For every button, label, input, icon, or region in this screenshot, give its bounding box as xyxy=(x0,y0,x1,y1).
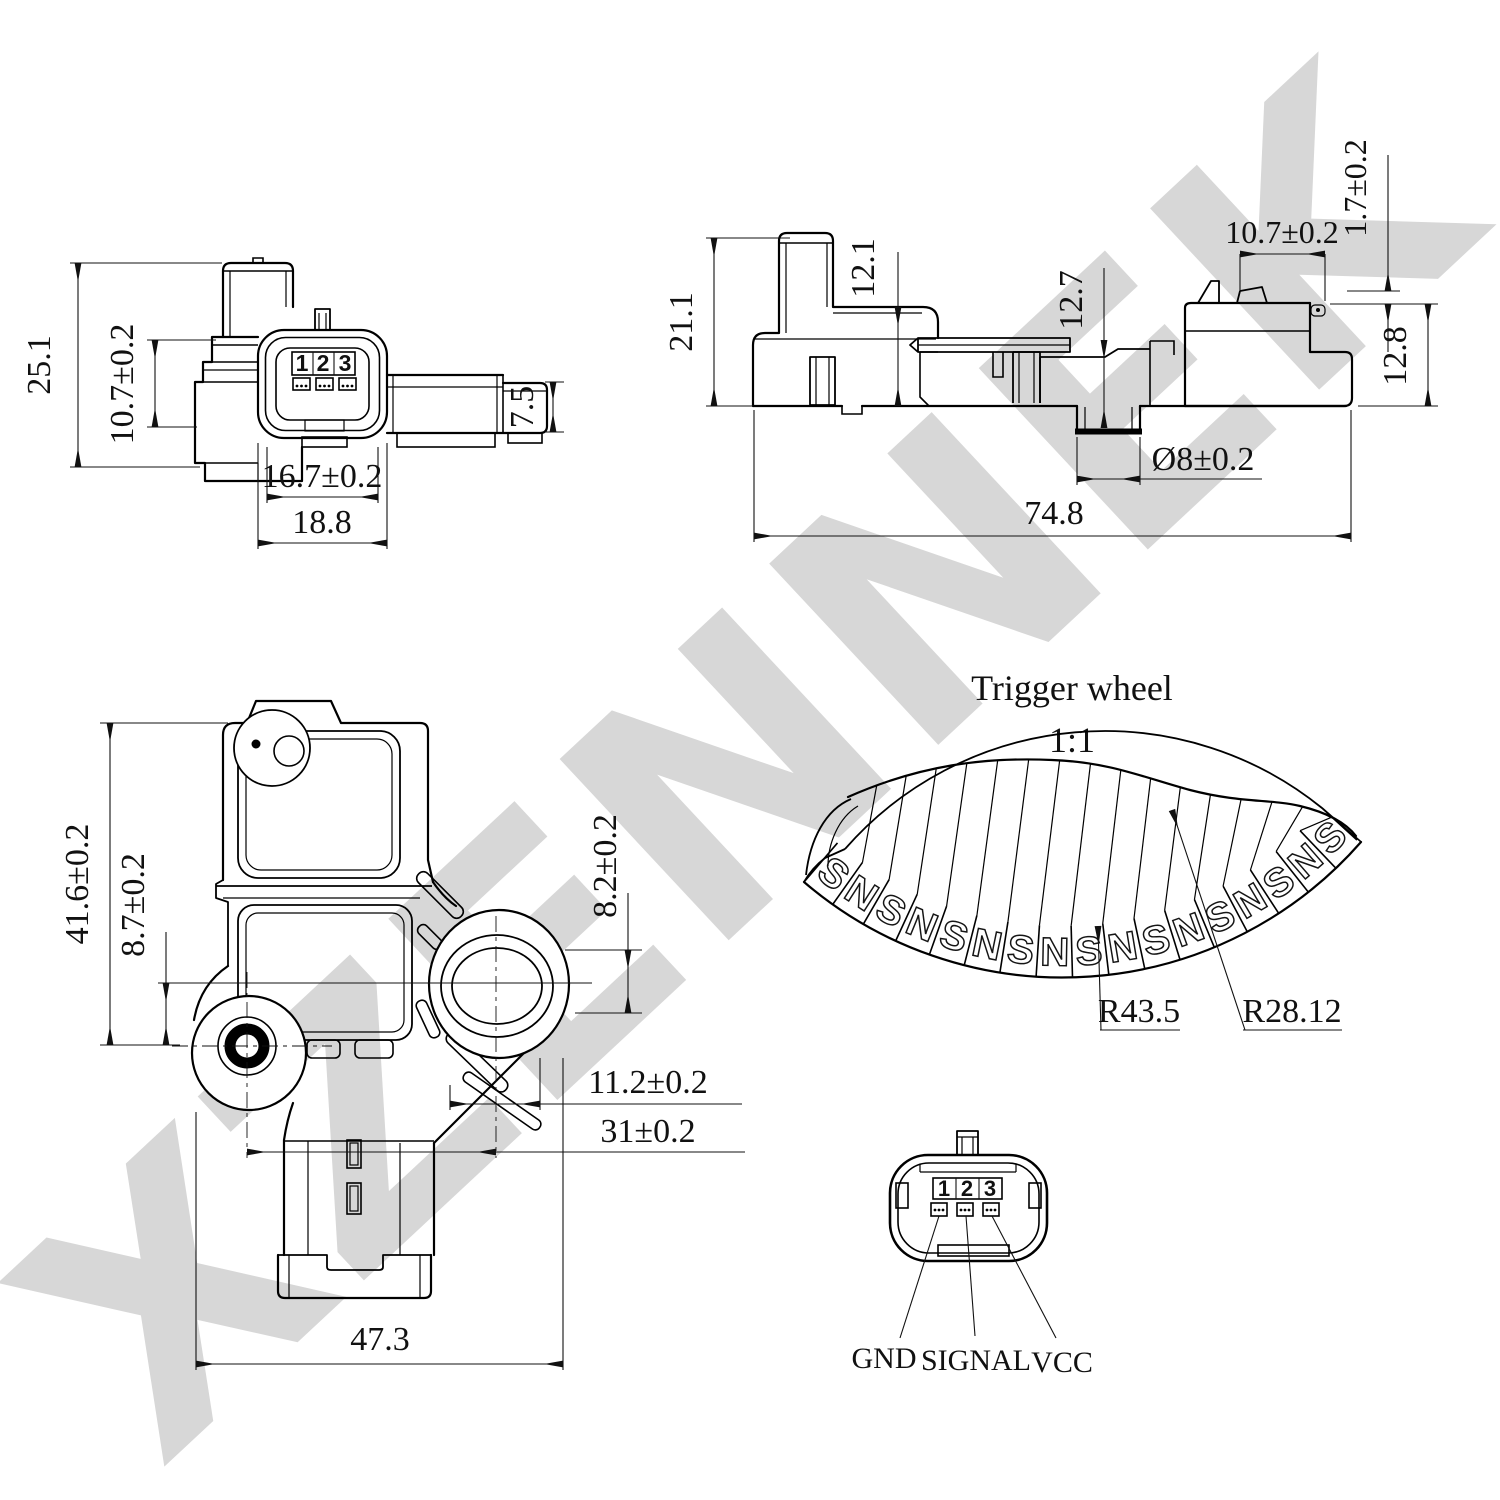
dim-r43-5: R43.5 xyxy=(1098,993,1180,1030)
trigger-wheel-scale: 1:1 xyxy=(1049,720,1095,760)
dim-47-3: 47.3 xyxy=(350,1321,410,1358)
dim-r28-12: R28.12 xyxy=(1242,993,1341,1030)
terminal-label-gnd: GND xyxy=(852,1342,917,1375)
side-pin-3: 3 xyxy=(339,350,352,376)
side-pin-2: 2 xyxy=(317,350,330,376)
fan-line xyxy=(976,760,999,916)
top-view-dimensions: 21.1 12.1 12.7 10.7±0.2 1.7±0.2 12.8 Ø8±… xyxy=(663,139,1438,542)
dim-8-7: 8.7±0.2 xyxy=(115,853,152,957)
dim-74-8: 74.8 xyxy=(1024,495,1084,532)
fan-line xyxy=(1299,816,1332,832)
front-view-dimensions: 41.6±0.2 8.7±0.2 8.2±0.2 11.2±0.2 31±0.2… xyxy=(59,722,745,1370)
pole-divider xyxy=(1321,807,1362,843)
pole-divider xyxy=(831,861,864,906)
fan-line xyxy=(861,785,878,863)
pole-letter: S xyxy=(1005,927,1036,974)
front-view: 41.6±0.2 8.7±0.2 8.2±0.2 11.2±0.2 31±0.2… xyxy=(59,699,745,1370)
dim-10-7-side: 10.7±0.2 xyxy=(104,324,141,445)
dim-31: 31±0.2 xyxy=(600,1113,695,1150)
dim-7-5: 7.5 xyxy=(504,386,541,429)
pole-divider xyxy=(1249,869,1280,914)
dim-12-7: 12.7 xyxy=(1053,270,1090,330)
fan-line xyxy=(1222,799,1242,887)
fan-line xyxy=(1038,760,1061,926)
connector-pin-2: 2 xyxy=(961,1176,973,1201)
dim-o8: Ø8±0.2 xyxy=(1152,441,1255,478)
connector-terminals xyxy=(930,1202,1000,1217)
side-pin-1: 1 xyxy=(296,350,309,376)
terminal-label-signal: SIGNAL xyxy=(921,1344,1031,1377)
dim-1-7: 1.7±0.2 xyxy=(1337,139,1373,237)
fan-line xyxy=(1249,801,1273,871)
dim-41-6: 41.6±0.2 xyxy=(59,824,96,945)
pole-letter: N xyxy=(1105,923,1141,971)
dim-12-8: 12.8 xyxy=(1377,326,1414,386)
pole-divider xyxy=(1193,899,1216,948)
fan-line xyxy=(1193,794,1212,900)
pole-divider xyxy=(1222,885,1249,933)
pole-divider xyxy=(928,905,948,956)
pole-divider xyxy=(894,893,918,942)
connector-pin-1: 1 xyxy=(938,1176,950,1201)
pole-divider xyxy=(862,879,890,925)
dim-18-8: 18.8 xyxy=(292,504,352,541)
fan-line xyxy=(946,763,968,907)
pole-divider xyxy=(1299,830,1337,869)
side-view: 1 2 3 25.1 10.7±0.2 xyxy=(21,257,564,549)
pole-divider xyxy=(1070,925,1074,978)
dim-11-2: 11.2±0.2 xyxy=(588,1064,707,1101)
dim-10-7-top: 10.7±0.2 xyxy=(1225,214,1339,250)
dim-21-1: 21.1 xyxy=(663,292,700,352)
fan-line xyxy=(1007,759,1030,922)
dim-12-1: 12.1 xyxy=(845,238,882,298)
side-view-dimensions: 25.1 10.7±0.2 7.5 16.7±0.2 18.8 xyxy=(21,262,564,549)
fan-line xyxy=(1275,806,1304,852)
fan-line xyxy=(916,768,937,895)
trigger-wheel-title: Trigger wheel xyxy=(971,668,1173,708)
dim-8-2: 8.2±0.2 xyxy=(587,814,624,918)
pole-divider xyxy=(1163,910,1181,961)
pole-divider xyxy=(999,921,1009,974)
pole-divider xyxy=(1035,925,1041,978)
fan-line xyxy=(1133,778,1152,919)
top-view: 21.1 12.1 12.7 10.7±0.2 1.7±0.2 12.8 Ø8±… xyxy=(663,139,1438,542)
fan-line xyxy=(1164,787,1181,911)
pole-divider xyxy=(1101,923,1110,976)
connector-pin-3: 3 xyxy=(984,1176,996,1201)
connector-pinout: 1 2 3 GND SIGNAL VCC xyxy=(852,1130,1093,1379)
dim-16-7: 16.7±0.2 xyxy=(262,458,383,495)
terminal-label-vcc: VCC xyxy=(1031,1346,1093,1379)
pole-divider xyxy=(1275,850,1310,893)
dim-25-1: 25.1 xyxy=(21,335,58,395)
fan-line xyxy=(1070,763,1092,926)
fan-line xyxy=(888,775,907,880)
pole-divider xyxy=(803,842,839,883)
pole-divider xyxy=(963,915,978,966)
trigger-wheel-dimensions: R43.5 R28.12 xyxy=(1094,808,1342,1031)
side-terminals xyxy=(292,377,357,391)
pole-letter: N xyxy=(1040,930,1070,975)
fan-line xyxy=(1102,769,1122,924)
pole-divider xyxy=(1133,918,1146,970)
